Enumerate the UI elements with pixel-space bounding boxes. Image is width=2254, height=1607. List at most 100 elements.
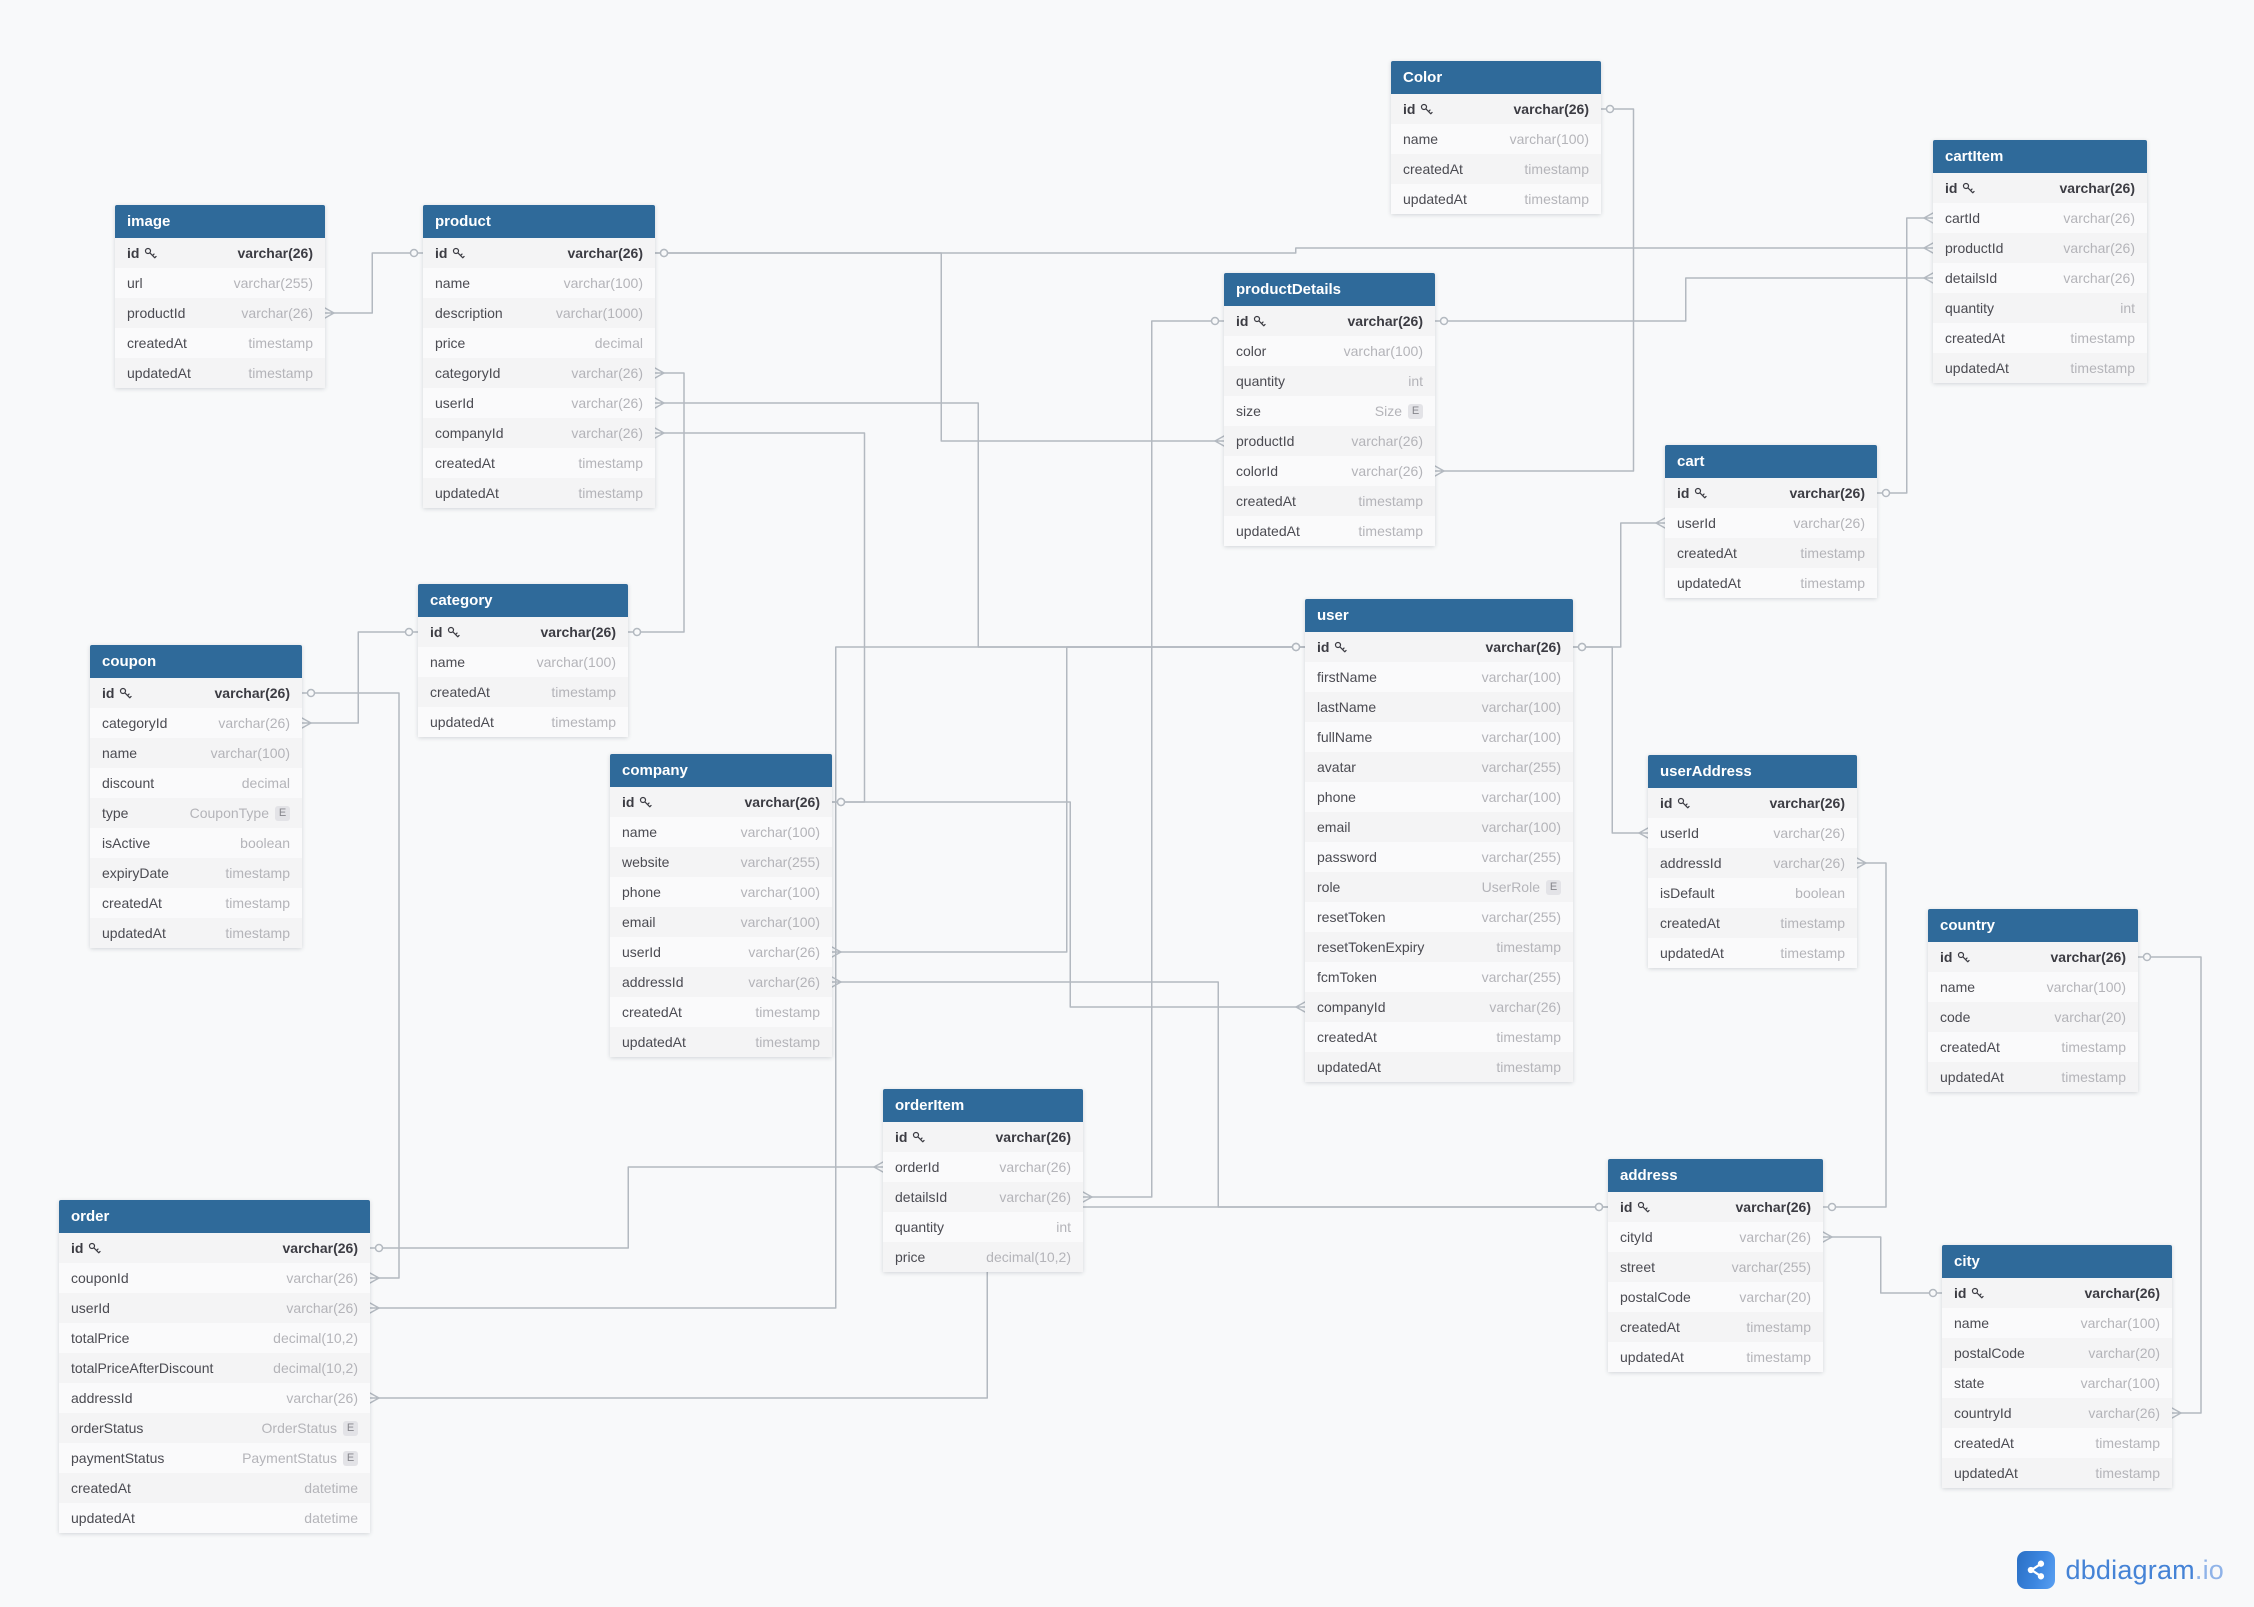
table-header-city[interactable]: city: [1942, 1245, 2172, 1278]
table-header-country[interactable]: country: [1928, 909, 2138, 942]
relationship-line[interactable]: [1091, 320, 1213, 1198]
relationship-line[interactable]: [666, 247, 1925, 254]
table-header-product[interactable]: product: [423, 205, 655, 238]
relationship-line[interactable]: [840, 981, 1597, 1208]
relationship-line[interactable]: [313, 692, 400, 1279]
relationship-line[interactable]: [1834, 862, 1887, 1208]
table-header-cartItem[interactable]: cartItem: [1933, 140, 2147, 173]
table-header-address[interactable]: address: [1608, 1159, 1823, 1192]
table-header-orderItem[interactable]: orderItem: [883, 1089, 1083, 1122]
relationship-line[interactable]: [843, 801, 1297, 1008]
relationship-line[interactable]: [1584, 522, 1657, 648]
table-header-Color[interactable]: Color: [1391, 61, 1601, 94]
relationship-line[interactable]: [1443, 108, 1635, 472]
relationship-line[interactable]: [666, 252, 1216, 442]
table-header-cart[interactable]: cart: [1665, 445, 1877, 478]
relationship-line[interactable]: [310, 631, 407, 724]
table-header-productDetails[interactable]: productDetails: [1224, 273, 1435, 306]
table-header-company[interactable]: company: [610, 754, 832, 787]
relationship-line[interactable]: [1446, 277, 1925, 322]
table-header-userAddress[interactable]: userAddress: [1648, 755, 1857, 788]
relationship-line[interactable]: [1831, 1236, 1931, 1294]
